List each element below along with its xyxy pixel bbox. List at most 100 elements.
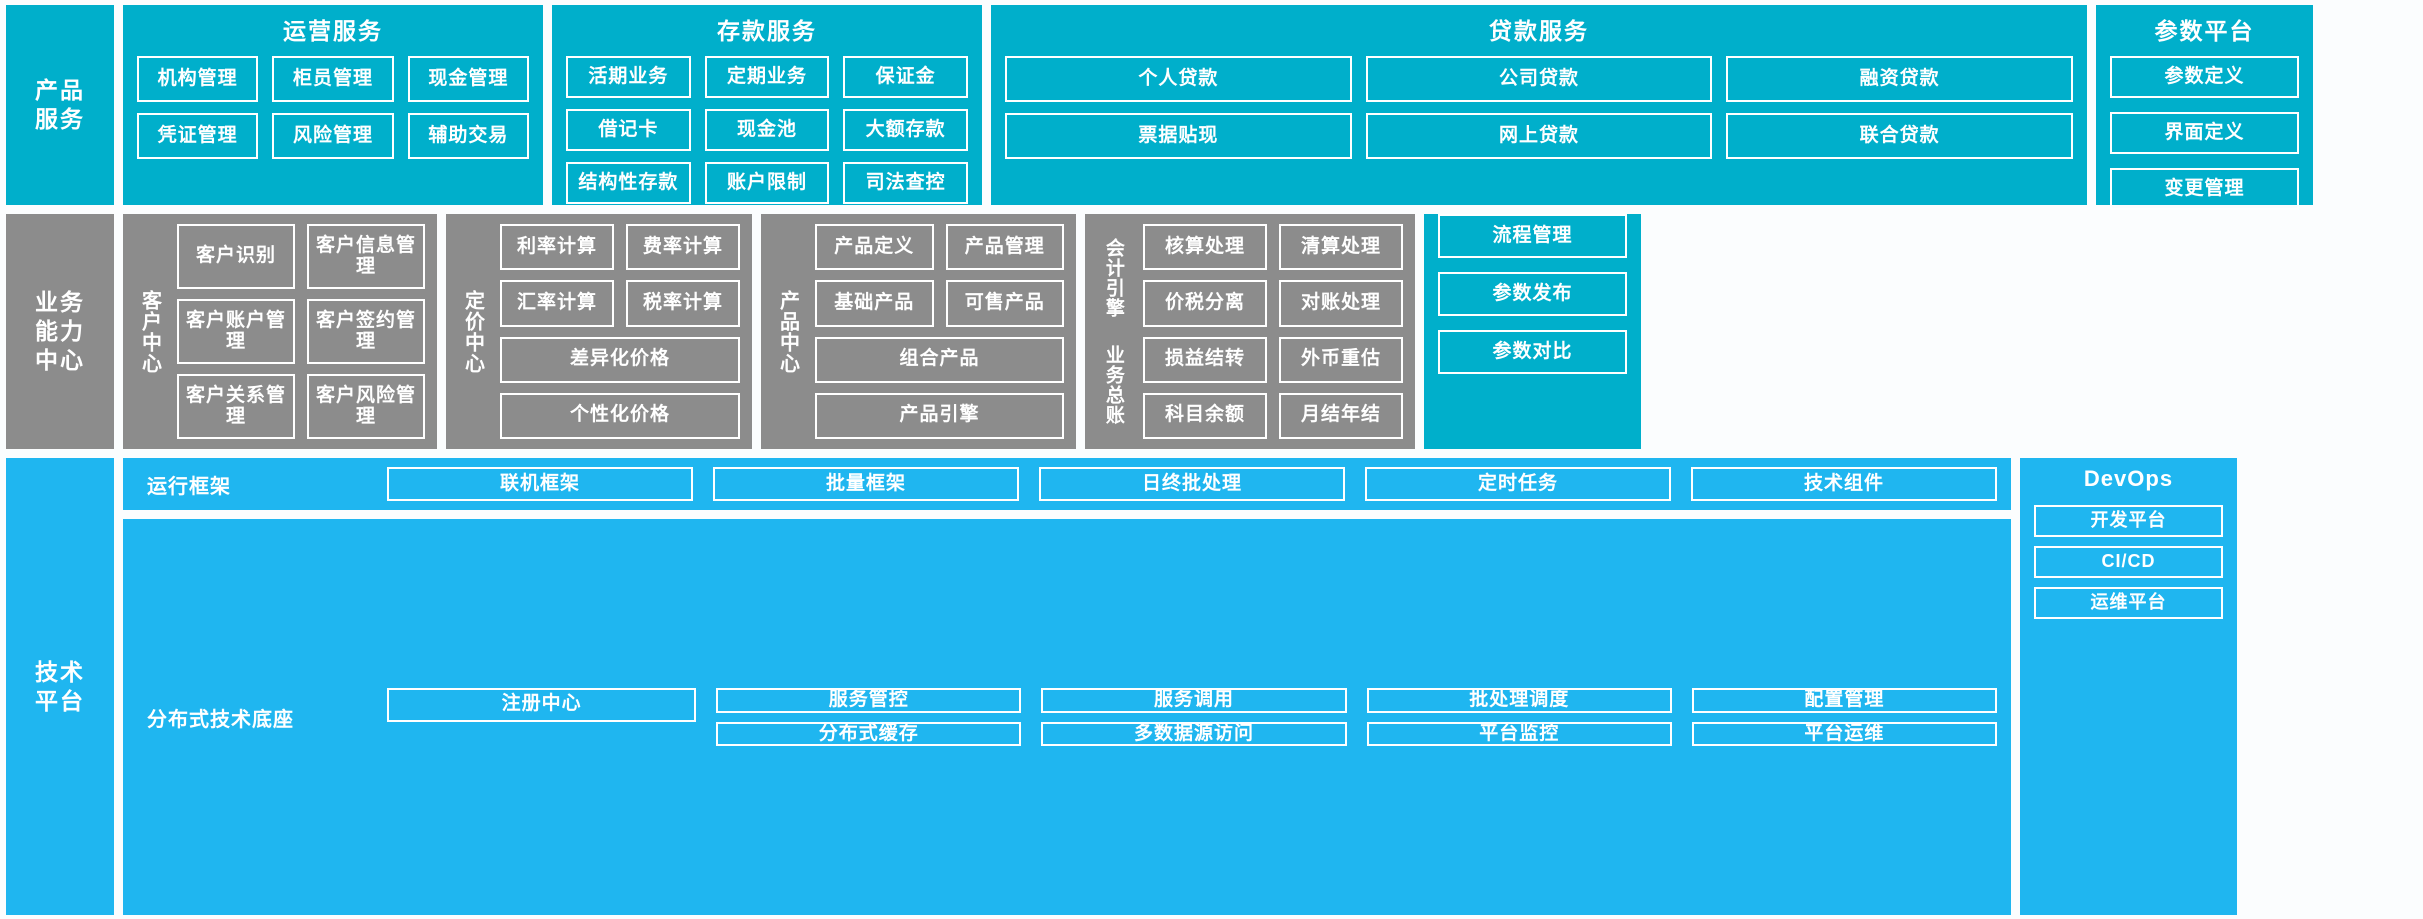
parameter-chip[interactable]: 参数定义 bbox=[2110, 56, 2299, 98]
group-items-operation-services: 机构管理 柜员管理 现金管理 凭证管理 风险管理 辅助交易 bbox=[137, 56, 529, 159]
capability-chip[interactable]: 产品定义 bbox=[815, 224, 934, 271]
service-chip[interactable]: 联合贷款 bbox=[1726, 113, 2073, 159]
center-row: 产品引擎 bbox=[815, 392, 1064, 439]
service-chip[interactable]: 现金管理 bbox=[407, 56, 529, 102]
center-body-pricing: 利率计算 费率计算 汇率计算 税率计算 差异化价格 个性化价格 bbox=[500, 224, 740, 439]
service-chip[interactable]: 风险管理 bbox=[272, 113, 394, 159]
center-row: 损益结转 外币重估 bbox=[1143, 336, 1403, 383]
service-chip[interactable]: 凭证管理 bbox=[137, 113, 259, 159]
tech-chip[interactable]: 平台运维 bbox=[1691, 721, 1998, 747]
capability-chip[interactable]: 产品引擎 bbox=[815, 392, 1064, 439]
service-chip[interactable]: 司法查控 bbox=[843, 162, 968, 204]
layer-label-line1: 技术 bbox=[35, 658, 85, 685]
parameter-chip[interactable]: 参数发布 bbox=[1438, 272, 1627, 316]
parameter-chip[interactable]: 参数对比 bbox=[1438, 330, 1627, 374]
capability-chip[interactable]: 利率计算 bbox=[500, 224, 614, 271]
capability-chip[interactable]: 价税分离 bbox=[1143, 280, 1267, 327]
capability-chip[interactable]: 客户签约管理 bbox=[307, 299, 425, 364]
tech-chip-registry[interactable]: 注册中心 bbox=[387, 687, 697, 722]
center-body-customer: 客户识别 客户信息管理 客户账户管理 客户签约管理 客户关系管理 客户风险管理 bbox=[177, 224, 425, 439]
service-chip[interactable]: 辅助交易 bbox=[407, 113, 529, 159]
tech-chip[interactable]: 技术组件 bbox=[1691, 467, 1997, 501]
layer-label-product-services: 产品 服务 bbox=[6, 5, 114, 205]
capability-chip[interactable]: 可售产品 bbox=[945, 280, 1064, 327]
panel-title-devops: DevOps bbox=[2083, 466, 2174, 491]
capability-chip[interactable]: 组合产品 bbox=[815, 336, 1064, 383]
capability-chip[interactable]: 客户识别 bbox=[177, 224, 295, 289]
group-title-loan-services: 贷款服务 bbox=[1489, 18, 1589, 44]
service-chip[interactable]: 定期业务 bbox=[704, 56, 830, 98]
tech-chip[interactable]: 平台监控 bbox=[1366, 721, 1672, 747]
service-chip[interactable]: 机构管理 bbox=[137, 56, 259, 102]
group-operation-services: 运营服务 机构管理 柜员管理 现金管理 凭证管理 风险管理 辅助交易 bbox=[123, 5, 543, 205]
center-row: 个性化价格 bbox=[500, 392, 740, 439]
capability-chip[interactable]: 汇率计算 bbox=[500, 280, 614, 327]
layer-business-capability: 业务 能力 中心 客户中心 客户识别 客户信息管理 客户账户管理 客户签约管理 … bbox=[6, 214, 2417, 449]
center-label-pricing: 定价中心 bbox=[461, 289, 484, 374]
devops-chip[interactable]: CI/CD bbox=[2034, 546, 2223, 578]
capability-chip[interactable]: 客户信息管理 bbox=[307, 224, 425, 289]
capability-chip[interactable]: 基础产品 bbox=[815, 280, 934, 327]
parameter-platform-items-top: 参数定义 界面定义 变更管理 bbox=[2110, 56, 2299, 210]
tech-chip-column: 配置管理 平台运维 bbox=[1691, 687, 1998, 747]
capability-chip[interactable]: 客户风险管理 bbox=[307, 374, 425, 439]
service-chip[interactable]: 结构性存款 bbox=[566, 162, 691, 204]
tech-chip[interactable]: 定时任务 bbox=[1365, 467, 1671, 501]
tech-chip[interactable]: 批处理调度 bbox=[1366, 687, 1672, 713]
service-chip[interactable]: 借记卡 bbox=[566, 109, 691, 151]
capability-chip[interactable]: 客户账户管理 bbox=[177, 299, 295, 364]
service-chip[interactable]: 公司贷款 bbox=[1365, 56, 1713, 102]
capability-chip[interactable]: 客户关系管理 bbox=[177, 374, 295, 439]
capability-chip[interactable]: 个性化价格 bbox=[500, 392, 740, 439]
tech-chip[interactable]: 服务管控 bbox=[716, 687, 1022, 713]
band-label-distributed-foundation: 分布式技术底座 bbox=[147, 708, 294, 731]
service-chip[interactable]: 大额存款 bbox=[843, 109, 968, 151]
tech-chip[interactable]: 服务调用 bbox=[1041, 687, 1347, 713]
center-row: 组合产品 bbox=[815, 336, 1064, 383]
parameter-chip[interactable]: 流程管理 bbox=[1438, 214, 1627, 258]
capability-chip[interactable]: 对账处理 bbox=[1279, 280, 1403, 327]
capability-chip[interactable]: 产品管理 bbox=[945, 224, 1064, 271]
tech-chip[interactable]: 日终批处理 bbox=[1039, 467, 1345, 501]
tech-chip[interactable]: 配置管理 bbox=[1691, 687, 1998, 713]
parameter-chip[interactable]: 界面定义 bbox=[2110, 112, 2299, 154]
tech-chip[interactable]: 多数据源访问 bbox=[1041, 721, 1347, 747]
capability-chip[interactable]: 费率计算 bbox=[626, 224, 740, 271]
center-body-product: 产品定义 产品管理 基础产品 可售产品 组合产品 产品引擎 bbox=[815, 224, 1064, 439]
service-chip[interactable]: 账户限制 bbox=[704, 162, 830, 204]
capability-chip[interactable]: 核算处理 bbox=[1143, 224, 1267, 271]
tech-chip-column: 服务管控 分布式缓存 bbox=[716, 687, 1022, 747]
tech-chip[interactable]: 批量框架 bbox=[713, 467, 1019, 501]
service-chip[interactable]: 活期业务 bbox=[566, 56, 691, 98]
service-chip[interactable]: 柜员管理 bbox=[272, 56, 394, 102]
capability-chip[interactable]: 税率计算 bbox=[626, 280, 740, 327]
group-title-deposit-services: 存款服务 bbox=[717, 18, 817, 44]
devops-chip[interactable]: 运维平台 bbox=[2034, 587, 2223, 619]
service-chip[interactable]: 网上贷款 bbox=[1365, 113, 1713, 159]
capability-chip[interactable]: 科目余额 bbox=[1143, 392, 1267, 439]
capability-chip[interactable]: 清算处理 bbox=[1279, 224, 1403, 271]
service-chip[interactable]: 融资贷款 bbox=[1726, 56, 2073, 102]
capability-chip[interactable]: 外币重估 bbox=[1279, 336, 1403, 383]
service-chip[interactable]: 现金池 bbox=[704, 109, 830, 151]
center-label-accounting: 会计引擎 业务总账 bbox=[1091, 224, 1135, 439]
layer-label-line2: 能力 bbox=[35, 318, 85, 345]
center-row: 利率计算 费率计算 bbox=[500, 224, 740, 271]
group-deposit-services: 存款服务 活期业务 定期业务 保证金 借记卡 现金池 大额存款 结构性存款 账户… bbox=[552, 5, 982, 205]
capability-chip[interactable]: 月结年结 bbox=[1279, 392, 1403, 439]
layer-label-line1: 业务 bbox=[35, 289, 85, 316]
layer-label-line2: 服务 bbox=[35, 106, 85, 132]
tech-chip[interactable]: 分布式缓存 bbox=[716, 721, 1022, 747]
tech-chip[interactable]: 联机框架 bbox=[387, 467, 693, 501]
capability-chip[interactable]: 损益结转 bbox=[1143, 336, 1267, 383]
service-chip[interactable]: 票据贴现 bbox=[1005, 113, 1352, 159]
parameter-chip[interactable]: 变更管理 bbox=[2110, 168, 2299, 210]
capability-chip[interactable]: 差异化价格 bbox=[500, 336, 740, 383]
service-chip[interactable]: 保证金 bbox=[843, 56, 968, 98]
tech-platform-bands: 运行框架 联机框架 批量框架 日终批处理 定时任务 技术组件 分布式技术底座 注… bbox=[123, 458, 2011, 915]
devops-chip[interactable]: 开发平台 bbox=[2034, 505, 2223, 537]
center-sublabel-general-ledger: 业务总账 bbox=[1102, 345, 1124, 426]
group-items-loan-services: 个人贷款 公司贷款 融资贷款 票据贴现 网上贷款 联合贷款 bbox=[1005, 56, 2073, 159]
service-chip[interactable]: 个人贷款 bbox=[1005, 56, 1352, 102]
center-row: 客户关系管理 客户风险管理 bbox=[177, 374, 425, 439]
